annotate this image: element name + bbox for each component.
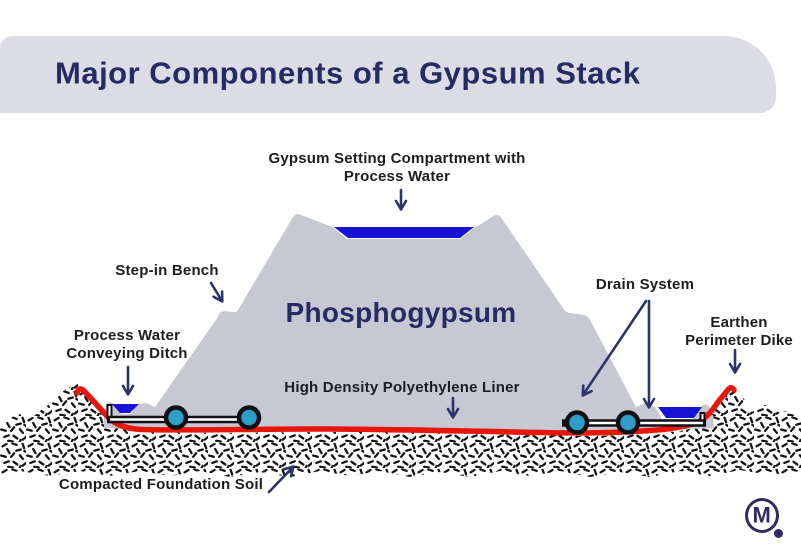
label-earthen-perimeter-dike: Earthen Perimeter Dike bbox=[685, 314, 793, 349]
label-process-water-conveying-ditch: Process Water Conveying Ditch bbox=[66, 327, 188, 362]
drain-wheel bbox=[163, 405, 189, 430]
arrow-compacted-soil-icon bbox=[267, 465, 295, 494]
label-hdpe-liner: High Density Polyethylene Liner bbox=[284, 379, 520, 396]
left-drain-pipe bbox=[106, 404, 262, 430]
soil-region bbox=[0, 384, 801, 477]
drain-wheel bbox=[236, 405, 262, 430]
left-ditch-water bbox=[112, 404, 139, 413]
brand-logo: M bbox=[745, 498, 783, 538]
drain-wheel bbox=[564, 410, 590, 435]
right-drain-pipe bbox=[562, 410, 706, 435]
label-step-in-bench: Step-in Bench bbox=[115, 262, 219, 279]
drain-wheel bbox=[615, 410, 641, 435]
label-compacted-foundation-soil: Compacted Foundation Soil bbox=[58, 476, 264, 493]
title-banner: Major Components of a Gypsum Stack bbox=[0, 36, 776, 113]
arrow-step-in-bench-icon bbox=[209, 281, 224, 303]
right-ditch-water bbox=[658, 407, 702, 418]
label-phosphogypsum: Phosphogypsum bbox=[285, 297, 517, 328]
logo-letter: M bbox=[752, 501, 771, 527]
logo-dot-icon bbox=[774, 529, 783, 538]
arrow-drain-diagonal-icon bbox=[581, 299, 648, 397]
gypsum-stack-body bbox=[104, 213, 714, 432]
page-title: Major Components of a Gypsum Stack bbox=[55, 55, 641, 91]
label-drain-system: Drain System bbox=[595, 276, 695, 293]
label-gypsum-setting-compartment: Gypsum Setting Compartment with Process … bbox=[268, 150, 526, 185]
top-pond-water bbox=[334, 227, 474, 238]
